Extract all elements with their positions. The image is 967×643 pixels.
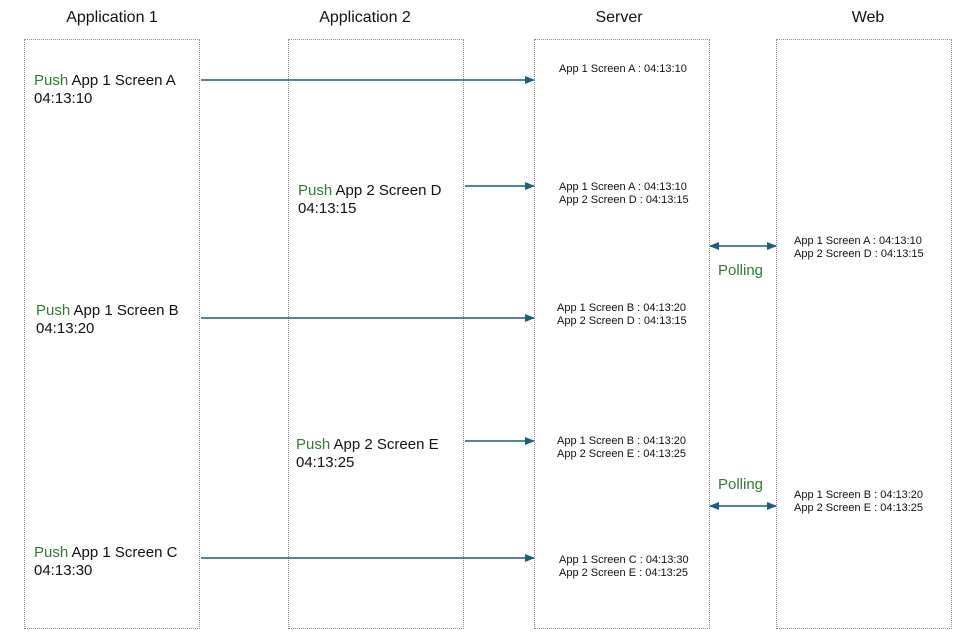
server-state-1: App 1 Screen A : 04:13:10 [559,63,687,76]
server-state-3: App 1 Screen B : 04:13:20 App 2 Screen D… [557,302,687,328]
server-state-5: App 1 Screen C : 04:13:30 App 2 Screen E… [559,554,689,580]
web-state-line: App 1 Screen B : 04:13:20 [794,489,924,501]
server-state-line: App 1 Screen A : 04:13:10 [559,63,687,75]
polling-label-2: Polling [718,476,764,493]
polling-label-1: Polling [718,262,764,279]
event-time: 04:13:25 [296,454,355,471]
event-label: App 1 Screen A [71,72,176,89]
lane-server [534,39,710,629]
event-label: App 1 Screen B [73,302,179,319]
server-state-line: App 2 Screen D : 04:13:15 [559,194,689,206]
push-event-app1-screen-a: Push App 1 Screen A 04:13:10 [34,72,176,108]
server-state-line: App 1 Screen B : 04:13:20 [557,435,687,447]
server-state-line: App 1 Screen A : 04:13:10 [559,181,687,193]
event-label: App 2 Screen D [335,182,442,199]
server-state-line: App 2 Screen D : 04:13:15 [557,315,687,327]
web-state-2: App 1 Screen B : 04:13:20 App 2 Screen E… [794,489,923,515]
server-state-line: App 1 Screen C : 04:13:30 [559,554,689,566]
lane-application-1 [24,39,200,629]
web-state-1: App 1 Screen A : 04:13:10 App 2 Screen D… [794,235,924,261]
lane-header-application-2: Application 2 [319,9,411,26]
lane-header-web: Web [851,9,885,26]
event-label: App 2 Screen E [333,436,439,453]
event-label: App 1 Screen C [71,544,178,561]
push-keyword: Push [296,436,331,453]
server-state-line: App 2 Screen E : 04:13:25 [559,567,689,579]
server-state-line: App 2 Screen E : 04:13:25 [557,448,687,460]
event-time: 04:13:15 [298,200,357,217]
event-time: 04:13:10 [34,90,93,107]
event-time: 04:13:30 [34,562,93,579]
push-keyword: Push [34,544,69,561]
lane-header-server: Server [595,9,643,26]
push-keyword: Push [36,302,71,319]
lane-web [776,39,952,629]
server-state-2: App 1 Screen A : 04:13:10 App 2 Screen D… [559,181,689,207]
push-event-app2-screen-e: Push App 2 Screen E 04:13:25 [296,436,439,472]
event-time: 04:13:20 [36,320,95,337]
push-event-app1-screen-b: Push App 1 Screen B 04:13:20 [36,302,179,338]
lane-application-2 [288,39,464,629]
lane-header-application-1: Application 1 [66,9,158,26]
push-event-app2-screen-d: Push App 2 Screen D 04:13:15 [298,182,441,218]
push-keyword: Push [34,72,69,89]
server-state-4: App 1 Screen B : 04:13:20 App 2 Screen E… [557,435,686,461]
push-event-app1-screen-c: Push App 1 Screen C 04:13:30 [34,544,177,580]
push-keyword: Push [298,182,333,199]
web-state-line: App 2 Screen D : 04:13:15 [794,248,924,260]
server-state-line: App 1 Screen B : 04:13:20 [557,302,687,314]
web-state-line: App 2 Screen E : 04:13:25 [794,502,924,514]
web-state-line: App 1 Screen A : 04:13:10 [794,235,922,247]
